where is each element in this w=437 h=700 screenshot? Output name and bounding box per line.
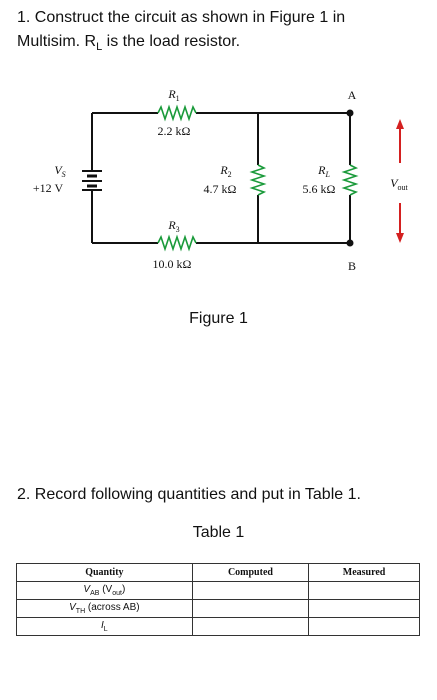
header-quantity: Quantity [16,563,193,582]
table-header-row: Quantity Computed Measured [16,563,420,582]
vs-name: VS [54,163,65,179]
quantity-end: ) [121,584,126,595]
results-table: Quantity Computed Measured VAB (Vout) VT… [16,563,420,636]
table-row: VAB (Vout) [16,581,420,600]
quantity-subscript: AB [90,590,100,597]
quantity-subscript: TH [75,608,86,615]
r2-name: R2 [219,163,231,179]
header-measured: Measured [308,563,420,582]
circuit-diagram: R1 2.2 kΩ R2 4.7 kΩ RL 5.6 kΩ R3 10.0 kΩ… [33,87,409,273]
vout-label: Vout [390,176,408,192]
r3-value: 10.0 kΩ [153,257,192,271]
figure-caption: Figure 1 [189,310,248,327]
rl-name: RL [317,163,330,179]
header-computed: Computed [191,563,310,582]
circuit-wires [91,112,351,244]
node-a-label: A [348,88,357,102]
r3-name: R3 [167,218,179,234]
table-row: VTH (across AB) [16,599,420,618]
vout-arrow [396,119,404,243]
question-1-line2: Multisim. RL is the load resistor. [17,30,427,59]
measured-cell[interactable] [308,617,420,636]
computed-cell[interactable] [191,581,310,600]
rl-value: 5.6 kΩ [303,182,336,196]
r1-value: 2.2 kΩ [158,124,191,138]
quantity-subscript-2: out [112,590,122,597]
question-1-text: 1. Construct the circuit as shown in Fig… [17,6,427,59]
question-2-text: 2. Record following quantities and put i… [17,486,361,503]
table-row: IL [16,617,420,636]
quantity-rest: (V [99,584,113,595]
question-1-line1: 1. Construct the circuit as shown in Fig… [17,9,346,26]
question-1-line2-post: is the load resistor. [102,33,241,50]
r3-resistor [157,234,197,252]
quantity-symbol: I [101,620,104,631]
quantity-cell: VTH (across AB) [16,599,193,618]
rl-resistor [341,164,359,196]
measured-cell[interactable] [308,581,420,600]
r2-value: 4.7 kΩ [204,182,237,196]
r2-resistor [249,164,267,196]
quantity-cell: VAB (Vout) [16,581,193,600]
quantity-rest: (across AB) [85,602,140,613]
measured-cell[interactable] [308,599,420,618]
node-b-dot [346,239,354,247]
battery-symbol [82,170,102,191]
quantity-symbol: V [69,602,76,613]
quantity-subscript: L [103,626,108,633]
r1-name: R1 [167,87,179,103]
table-caption: Table 1 [192,524,245,541]
r1-resistor [157,104,197,122]
quantity-cell: IL [16,617,193,636]
vs-value: +12 V [33,181,64,195]
computed-cell[interactable] [191,599,310,618]
node-a-dot [346,109,354,117]
computed-cell[interactable] [191,617,310,636]
quantity-symbol: V [83,584,91,595]
question-1-line2-pre: Multisim. R [17,33,97,50]
question-1-line2-sub: L [96,41,103,54]
node-b-label: B [348,259,356,273]
